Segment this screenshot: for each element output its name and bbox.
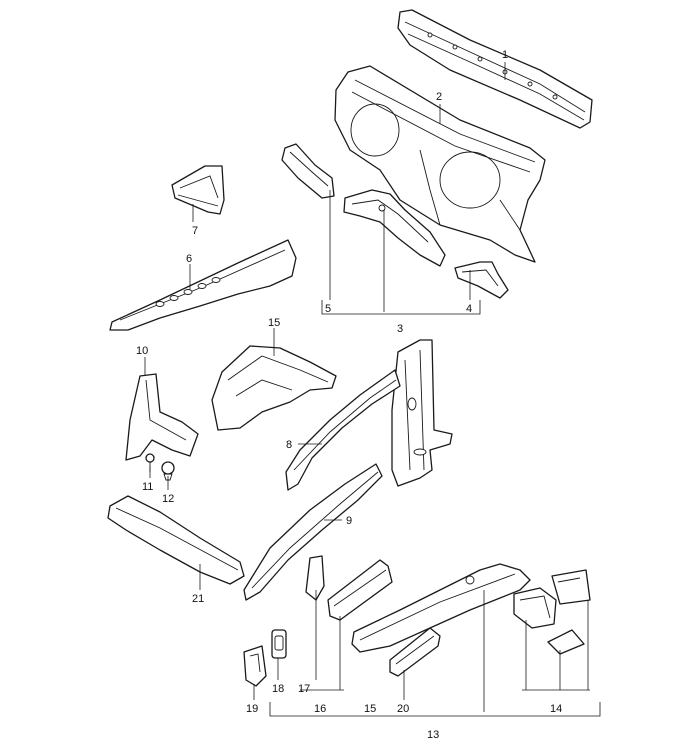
label-4: 4 xyxy=(466,303,472,315)
label-14: 14 xyxy=(550,703,562,715)
part-19-bracket xyxy=(243,645,267,687)
label-9: 9 xyxy=(346,515,352,527)
part-15-wheelhouse xyxy=(211,345,337,431)
label-20: 20 xyxy=(397,703,409,715)
part-10-bracket xyxy=(125,373,199,461)
cowl-holes xyxy=(427,32,558,100)
part-21-crossmember xyxy=(107,495,245,585)
label-5: 5 xyxy=(325,303,331,315)
part-5-bracket xyxy=(281,143,335,199)
label-3: 3 xyxy=(397,323,403,335)
part-13-floor-member xyxy=(351,563,531,653)
label-2: 2 xyxy=(436,91,442,103)
part-4-bracket xyxy=(454,261,509,299)
label-12: 12 xyxy=(162,493,174,505)
label-18: 18 xyxy=(272,683,284,695)
part-14-assembly xyxy=(513,569,591,655)
label-15-lower: 15 xyxy=(364,703,376,715)
rail-holes xyxy=(155,277,221,307)
label-1: 1 xyxy=(502,49,508,61)
label-19: 19 xyxy=(246,703,258,715)
part-3-member xyxy=(343,189,446,267)
part-2-bulkhead xyxy=(334,65,546,263)
part-9-sill xyxy=(243,463,383,601)
label-6: 6 xyxy=(186,253,192,265)
label-11: 11 xyxy=(142,481,153,493)
label-10: 10 xyxy=(136,345,148,357)
label-17: 17 xyxy=(298,683,310,695)
part-1-cowl-upper xyxy=(397,9,593,129)
part-7-gusset xyxy=(171,165,225,215)
label-16: 16 xyxy=(314,703,326,715)
part-16-sill xyxy=(327,559,393,621)
part-18-cap xyxy=(271,629,287,659)
label-21: 21 xyxy=(192,593,204,605)
part-6-rail xyxy=(109,239,297,331)
part-labels: 1 2 5 4 3 7 6 15 10 8 11 12 9 21 18 17 1… xyxy=(136,49,562,741)
label-8: 8 xyxy=(286,439,292,451)
label-13: 13 xyxy=(427,729,439,741)
part-17-bracket xyxy=(305,555,325,601)
part-8-pillar xyxy=(285,339,453,491)
part-12-clip xyxy=(161,461,175,481)
label-15-upper: 15 xyxy=(268,317,280,329)
leader-lines xyxy=(144,62,601,717)
label-7: 7 xyxy=(192,225,198,237)
